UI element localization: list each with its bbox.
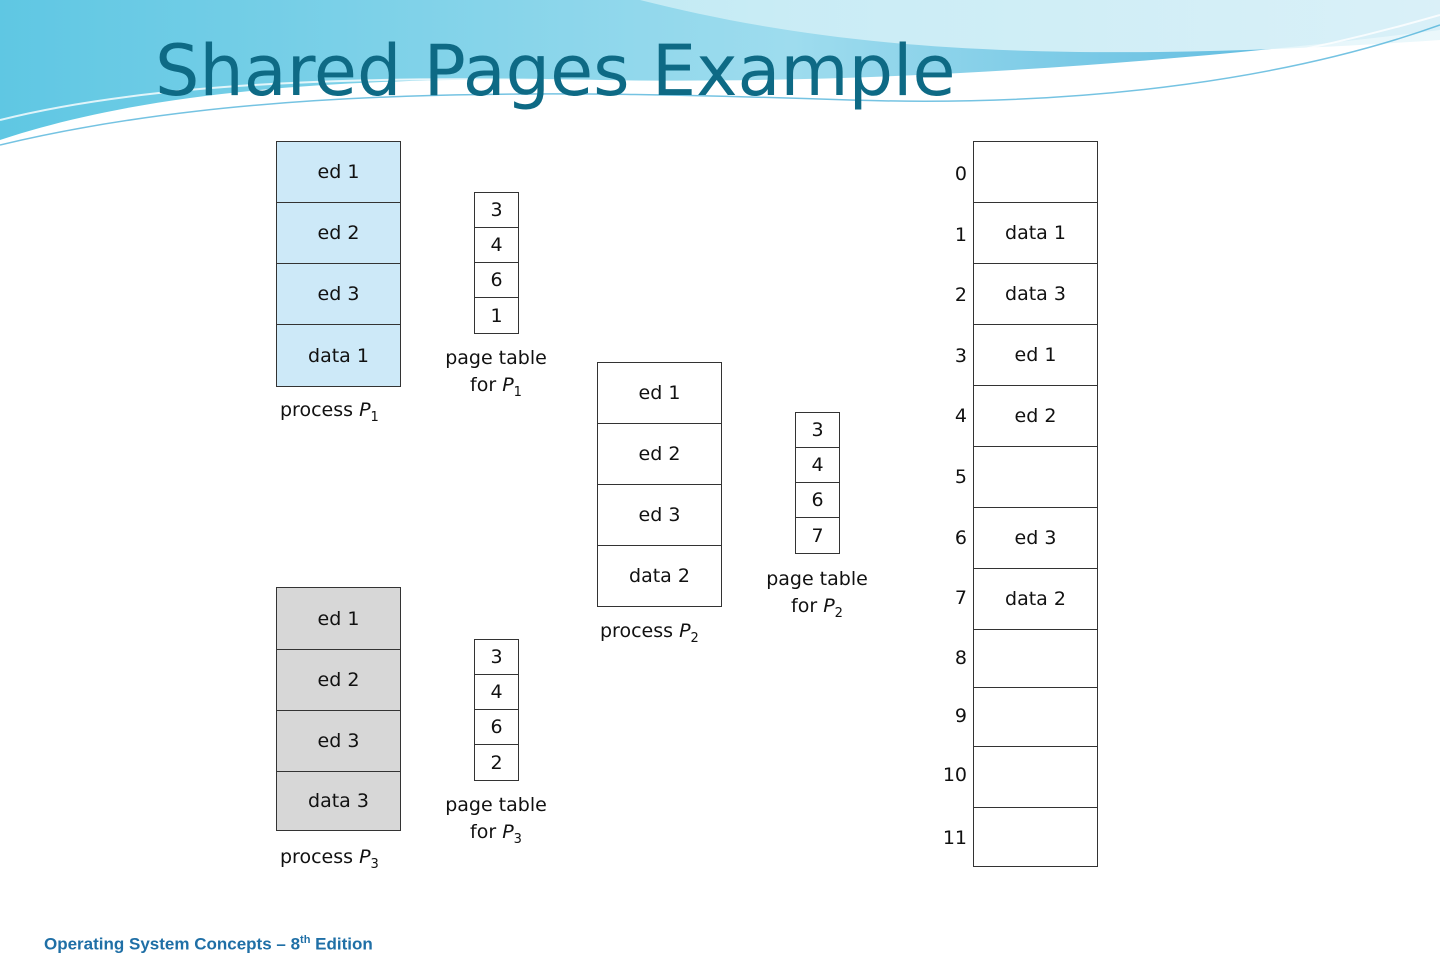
caption-subscript: 1 — [370, 409, 379, 425]
physical-frame: ed 2 — [974, 386, 1097, 447]
physical-frame — [974, 142, 1097, 203]
caption-variable: P — [823, 595, 835, 617]
process-p1-memory: ed 1 ed 2 ed 3 data 1 — [276, 141, 401, 387]
page-table-p3: 3 4 6 2 — [474, 639, 519, 781]
page-table-p2: 3 4 6 7 — [795, 412, 840, 554]
page-table-entry: 6 — [796, 483, 839, 518]
physical-memory: data 1 data 3 ed 1 ed 2 ed 3 data 2 — [973, 141, 1098, 867]
caption-variable: P — [359, 399, 371, 421]
page-table-entry: 2 — [475, 745, 518, 780]
caption-variable: P — [359, 846, 371, 868]
page-table-entry: 3 — [796, 413, 839, 448]
physical-frame: data 2 — [974, 569, 1097, 630]
caption-text: process — [600, 620, 680, 642]
process-p1-page: ed 2 — [277, 203, 400, 264]
process-p1-page: data 1 — [277, 325, 400, 386]
page-table-p2-caption: page table for P2 — [751, 566, 883, 627]
physical-frame: data 3 — [974, 264, 1097, 325]
frame-number: 7 — [954, 587, 967, 609]
caption-line-2: for P2 — [751, 593, 883, 627]
frame-number: 11 — [942, 827, 967, 849]
caption-line-1: page table — [445, 347, 547, 369]
physical-frame — [974, 630, 1097, 688]
process-p1-page: ed 3 — [277, 264, 400, 325]
page-table-entry: 4 — [475, 675, 518, 710]
page-table-entry: 4 — [796, 448, 839, 483]
caption-variable: P — [502, 374, 514, 396]
process-p3-page: ed 1 — [277, 588, 400, 650]
shared-pages-diagram: ed 1 ed 2 ed 3 data 1 process P1 3 4 6 1… — [276, 141, 1098, 877]
slide-title: Shared Pages Example — [155, 30, 956, 112]
frame-number: 8 — [954, 647, 967, 669]
process-p2-memory: ed 1 ed 2 ed 3 data 2 — [597, 362, 722, 607]
page-table-p1: 3 4 6 1 — [474, 192, 519, 334]
page-table-entry: 3 — [475, 640, 518, 675]
footer-text: Operating System Concepts – 8 — [44, 934, 301, 954]
frame-number: 3 — [954, 345, 967, 367]
physical-frame — [974, 808, 1097, 866]
physical-frame — [974, 688, 1097, 747]
caption-text: process — [280, 399, 360, 421]
process-p3-page: data 3 — [277, 772, 400, 830]
page-table-entry: 6 — [475, 263, 518, 298]
frame-number: 2 — [954, 284, 967, 306]
process-p2-caption: process P2 — [600, 618, 699, 652]
page-table-entry: 7 — [796, 518, 839, 553]
caption-line-2: for P3 — [430, 819, 562, 853]
process-p2-page: ed 1 — [598, 363, 721, 424]
caption-line-1: page table — [445, 794, 547, 816]
frame-number: 5 — [954, 466, 967, 488]
frame-number: 4 — [954, 405, 967, 427]
caption-text: for — [791, 595, 824, 617]
physical-frame — [974, 747, 1097, 808]
caption-subscript: 1 — [513, 384, 522, 400]
page-table-entry: 3 — [475, 193, 518, 228]
page-table-entry: 4 — [475, 228, 518, 263]
process-p3-page: ed 3 — [277, 711, 400, 772]
caption-variable: P — [679, 620, 691, 642]
physical-frame — [974, 447, 1097, 508]
header-swoosh-decoration — [0, 0, 1440, 146]
slide-footer: Operating System Concepts – 8th Edition — [44, 934, 373, 955]
caption-line-1: page table — [766, 568, 868, 590]
caption-text: for — [470, 374, 503, 396]
frame-number: 10 — [942, 764, 967, 786]
process-p1-caption: process P1 — [280, 397, 379, 431]
caption-text: process — [280, 846, 360, 868]
footer-superscript: th — [300, 934, 311, 946]
process-p1-page: ed 1 — [277, 142, 400, 203]
process-p3-caption: process P3 — [280, 844, 379, 878]
page-table-p3-caption: page table for P3 — [430, 792, 562, 853]
physical-frame: ed 1 — [974, 325, 1097, 386]
caption-subscript: 2 — [690, 630, 699, 646]
frame-number: 1 — [954, 224, 967, 246]
frame-number: 0 — [954, 163, 967, 185]
frame-number: 9 — [954, 705, 967, 727]
frame-number: 6 — [954, 527, 967, 549]
process-p2-page: ed 2 — [598, 424, 721, 485]
caption-subscript: 3 — [370, 856, 379, 872]
caption-subscript: 3 — [513, 831, 522, 847]
page-table-entry: 1 — [475, 298, 518, 333]
caption-text: for — [470, 821, 503, 843]
process-p2-page: data 2 — [598, 546, 721, 606]
footer-text-suffix: Edition — [310, 934, 373, 954]
caption-subscript: 2 — [834, 605, 843, 621]
caption-line-2: for P1 — [430, 372, 562, 406]
page-table-p1-caption: page table for P1 — [430, 345, 562, 406]
physical-frame: data 1 — [974, 203, 1097, 264]
page-table-entry: 6 — [475, 710, 518, 745]
caption-variable: P — [502, 821, 514, 843]
process-p3-page: ed 2 — [277, 650, 400, 711]
physical-frame: ed 3 — [974, 508, 1097, 569]
process-p3-memory: ed 1 ed 2 ed 3 data 3 — [276, 587, 401, 831]
process-p2-page: ed 3 — [598, 485, 721, 546]
